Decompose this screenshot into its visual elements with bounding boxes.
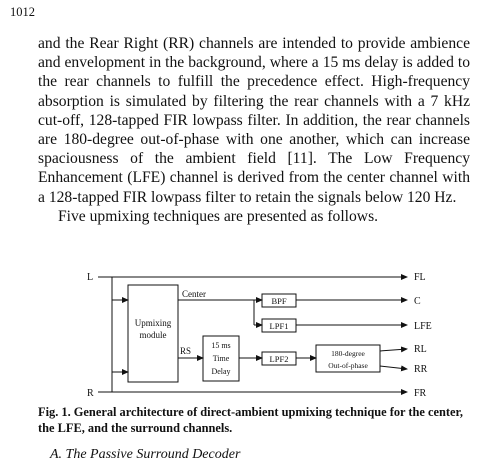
body-text: and the Rear Right (RR) channels are int… <box>38 34 470 226</box>
output-label-fl: FL <box>414 272 426 283</box>
output-label-rr: RR <box>414 364 428 375</box>
time-delay-label-3: Delay <box>211 367 230 376</box>
time-delay-label-1: 15 ms <box>211 341 230 350</box>
figure-caption: Fig. 1. General architecture of direct-a… <box>38 405 464 435</box>
upmixing-module-block <box>127 284 179 383</box>
phase-to-rl-arrow <box>379 346 408 353</box>
upmixing-diagram: L R Upmixing module Center BPF LPF1 RS 1 <box>87 272 432 399</box>
bpf-label: BPF <box>271 296 286 306</box>
upmixing-module-label-2: module <box>140 330 167 340</box>
phase-to-rr-arrow <box>379 365 408 372</box>
time-delay-label-2: Time <box>213 354 230 363</box>
rs-signal-label: RS <box>180 346 191 356</box>
paragraph-continuation: and the Rear Right (RR) channels are int… <box>38 35 470 206</box>
figure-1: L R Upmixing module Center BPF LPF1 RS 1 <box>76 268 436 400</box>
output-label-lfe: LFE <box>414 321 432 332</box>
lpf1-label: LPF1 <box>270 321 289 331</box>
out-of-phase-label-1: 180-degree <box>331 349 365 358</box>
lpf2-label: LPF2 <box>270 354 289 364</box>
out-of-phase-block <box>315 344 381 373</box>
output-label-c: C <box>414 296 421 307</box>
input-label-right: R <box>87 388 94 399</box>
out-of-phase-label-2: Out-of-phase <box>328 361 368 370</box>
center-signal-label: Center <box>182 289 206 299</box>
input-label-left: L <box>87 272 93 283</box>
page-number: 1012 <box>10 5 35 19</box>
output-label-rl: RL <box>414 344 427 355</box>
upmixing-module-label-1: Upmixing <box>135 318 172 328</box>
paragraph-intro: Five upmixing techniques are presented a… <box>58 207 379 225</box>
output-label-fr: FR <box>414 388 427 399</box>
next-section-heading: A. The Passive Surround Decoder <box>50 447 241 462</box>
